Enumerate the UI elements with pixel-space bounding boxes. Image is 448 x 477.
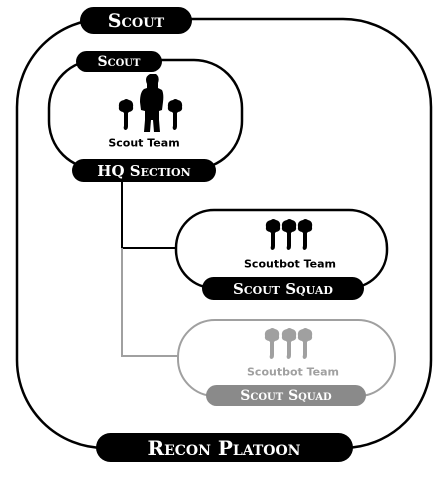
platoon-frame bbox=[15, 17, 433, 450]
hq-unit-icons bbox=[118, 74, 183, 132]
platoon-top-label: Scout bbox=[108, 10, 165, 32]
scoutbot-icon bbox=[297, 219, 313, 250]
platoon-bottom-label: Recon Platoon bbox=[148, 436, 301, 460]
scoutbot-icon bbox=[167, 99, 183, 130]
squad-1-bottom-label: Scout Squad bbox=[233, 280, 333, 298]
scoutbot-icon bbox=[281, 328, 297, 359]
scout-soldier-icon bbox=[140, 74, 164, 132]
squad-1-team-label: Scoutbot Team bbox=[244, 258, 336, 271]
scoutbot-icon bbox=[264, 328, 280, 359]
scoutbot-icon bbox=[118, 99, 134, 130]
scoutbot-icon bbox=[297, 328, 313, 359]
squad-1-unit-icons bbox=[265, 219, 313, 250]
squad-1-bottom-pill: Scout Squad bbox=[202, 277, 364, 300]
connector-squad-1 bbox=[121, 182, 176, 249]
scoutbot-icon bbox=[265, 219, 281, 250]
squad-2-bottom-pill: Scout Squad bbox=[206, 385, 366, 406]
squad-2-unit-icons bbox=[264, 328, 313, 359]
hq-bottom-label: HQ Section bbox=[97, 162, 190, 180]
squad-2-team-label: Scoutbot Team bbox=[247, 366, 339, 379]
platoon-top-pill: Scout bbox=[80, 7, 192, 34]
hq-team-label: Scout Team bbox=[108, 137, 179, 150]
scoutbot-icon bbox=[281, 219, 297, 250]
squad-1-frame bbox=[174, 208, 389, 290]
hq-bottom-pill: HQ Section bbox=[72, 159, 216, 182]
hq-top-label: Scout bbox=[98, 54, 142, 70]
hq-top-pill: Scout bbox=[76, 51, 162, 72]
connector-squad-2 bbox=[121, 248, 178, 357]
platoon-bottom-pill: Recon Platoon bbox=[96, 433, 353, 462]
squad-2-bottom-label: Scout Squad bbox=[240, 388, 332, 404]
